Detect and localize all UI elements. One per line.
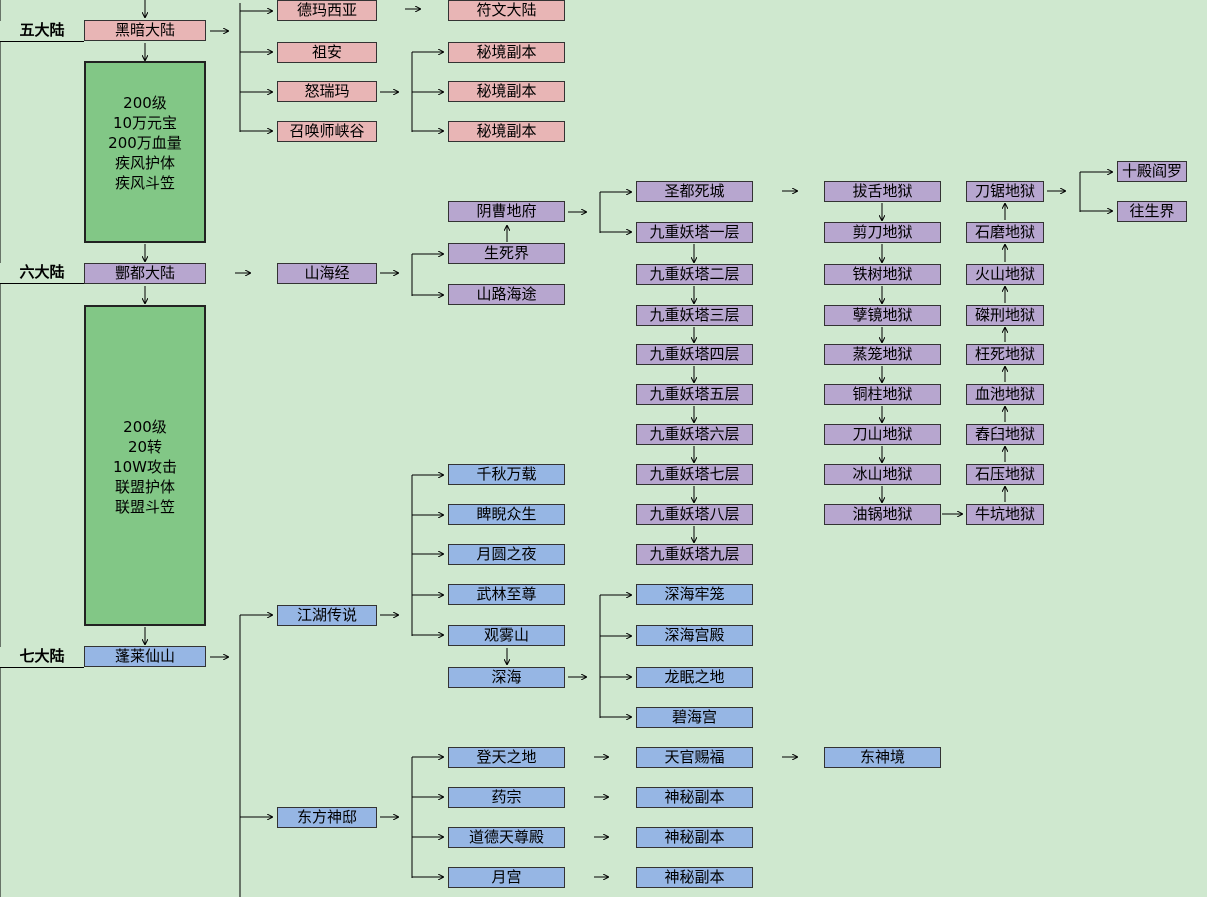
node-shenmi-2: 神秘副本 [636, 827, 753, 848]
node-deep-2: 深海宫殿 [636, 625, 753, 646]
node-dongshen: 东神境 [824, 747, 941, 768]
node-tower-9: 九重妖塔九层 [636, 544, 753, 565]
node-mijing-1: 秘境副本 [448, 42, 565, 63]
node-tower-4: 九重妖塔四层 [636, 344, 753, 365]
fengdu-continent-box: 酆都大陆 [84, 263, 206, 284]
node-daode: 道德天尊殿 [448, 827, 565, 848]
continent-seven-label: 七大陆 [0, 647, 84, 668]
requirements-six: 200级 10万元宝 200万血量 疾风护体 疾风斗笠 [84, 61, 206, 243]
node-fuwen: 符文大陆 [448, 0, 565, 21]
node-hell-right-8: 石压地狱 [966, 464, 1044, 485]
node-shengdu: 圣都死城 [636, 181, 753, 202]
node-pini: 睥睨众生 [448, 504, 565, 525]
node-tianguan: 天官赐福 [636, 747, 753, 768]
node-jianghu: 江湖传说 [277, 605, 377, 626]
node-hell-left-1: 拔舌地狱 [824, 181, 941, 202]
node-yuegong: 月宫 [448, 867, 565, 888]
node-shengsijie: 生死界 [448, 243, 565, 264]
node-tower-6: 九重妖塔六层 [636, 424, 753, 445]
node-hell-right-7: 舂臼地狱 [966, 424, 1044, 445]
node-hell-left-2: 剪刀地狱 [824, 222, 941, 243]
node-mijing-2: 秘境副本 [448, 81, 565, 102]
node-hell-left-7: 刀山地狱 [824, 424, 941, 445]
node-guanwu: 观雾山 [448, 625, 565, 646]
node-shenmi-1: 神秘副本 [636, 787, 753, 808]
node-hell-right-4: 磔刑地狱 [966, 305, 1044, 326]
node-hell-right-5: 枉死地狱 [966, 344, 1044, 365]
node-yaozong: 药宗 [448, 787, 565, 808]
node-hell-left-9: 油锅地狱 [824, 504, 941, 525]
node-deep-3: 龙眠之地 [636, 667, 753, 688]
node-nuruima: 怒瑞玛 [277, 81, 377, 102]
node-mijing-3: 秘境副本 [448, 121, 565, 142]
node-shanlu: 山路海途 [448, 284, 565, 305]
node-hell-right-3: 火山地狱 [966, 264, 1044, 285]
node-hell-left-6: 铜柱地狱 [824, 384, 941, 405]
node-hell-right-9: 牛坑地狱 [966, 504, 1044, 525]
dark-continent-box: 黑暗大陆 [84, 20, 206, 41]
node-shenmi-3: 神秘副本 [636, 867, 753, 888]
node-tower-2: 九重妖塔二层 [636, 264, 753, 285]
node-hell-left-4: 孽镜地狱 [824, 305, 941, 326]
node-tower-5: 九重妖塔五层 [636, 384, 753, 405]
node-dongfang: 东方神邸 [277, 807, 377, 828]
node-zuan: 祖安 [277, 42, 377, 63]
node-deep-1: 深海牢笼 [636, 584, 753, 605]
node-qianqiu: 千秋万载 [448, 464, 565, 485]
node-tower-1: 九重妖塔一层 [636, 222, 753, 243]
node-demaxiya: 德玛西亚 [277, 0, 377, 21]
node-dengtian: 登天之地 [448, 747, 565, 768]
node-tower-7: 九重妖塔七层 [636, 464, 753, 485]
node-shenhai: 深海 [448, 667, 565, 688]
requirements-seven: 200级 20转 10W攻击 联盟护体 联盟斗笠 [84, 305, 206, 626]
node-hell-left-3: 铁树地狱 [824, 264, 941, 285]
node-tower-3: 九重妖塔三层 [636, 305, 753, 326]
node-wangsheng: 往生界 [1117, 201, 1187, 222]
node-hell-right-6: 血池地狱 [966, 384, 1044, 405]
node-hell-right-2: 石磨地狱 [966, 222, 1044, 243]
node-zhaohuanshi: 召唤师峡谷 [277, 121, 377, 142]
node-wulin: 武林至尊 [448, 584, 565, 605]
node-tower-8: 九重妖塔八层 [636, 504, 753, 525]
node-yueyuan: 月圆之夜 [448, 544, 565, 565]
continent-six-label: 六大陆 [0, 263, 84, 284]
node-deep-4: 碧海宫 [636, 707, 753, 728]
continent-five-label: 五大陆 [0, 21, 84, 42]
node-hell-left-5: 蒸笼地狱 [824, 344, 941, 365]
node-hell-left-8: 冰山地狱 [824, 464, 941, 485]
node-shanhaijing: 山海经 [277, 263, 377, 284]
node-hell-right-1: 刀锯地狱 [966, 181, 1044, 202]
penglai-continent-box: 蓬莱仙山 [84, 646, 206, 667]
node-shidian: 十殿阎罗 [1117, 161, 1187, 182]
node-yincao: 阴曹地府 [448, 201, 565, 222]
